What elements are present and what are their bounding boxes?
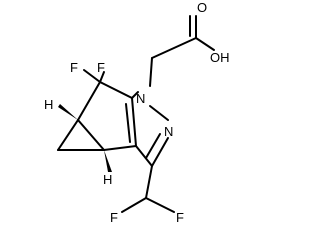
bond-cf2-f-right — [99, 71, 105, 83]
bond-cf2-c6a — [77, 81, 101, 121]
bond-cf2-c7a — [99, 81, 133, 99]
bond-n1-n2 — [149, 105, 169, 121]
bond-n2-c3 — [151, 137, 169, 167]
bond-c3a-c3 — [103, 145, 137, 151]
atom-f-bottom-left: F — [110, 210, 118, 225]
bond-c-oh — [195, 37, 215, 51]
wedge-c6a-h — [58, 104, 78, 120]
bonds — [57, 15, 215, 213]
wedge-c3a-h — [104, 150, 112, 172]
bond-c7a-c3-double — [131, 97, 137, 147]
atom-f-top-right: F — [97, 60, 105, 75]
bond-chf2-f-right — [145, 197, 175, 213]
atom-labels: F F N N O OH H H F F — [44, 0, 230, 225]
bond-cf2-f-left — [83, 69, 101, 83]
atom-f-top-left: F — [70, 60, 78, 75]
molecule-drawing: F F N N O OH H H F F — [44, 0, 230, 225]
bond-n2-c3-double — [145, 133, 161, 159]
bond-c7a-c3-inner — [125, 103, 131, 143]
bond-n1-ch2 — [149, 57, 153, 87]
bond-cyclopropane-a — [57, 119, 79, 151]
atom-h-stereo-bottom: H — [103, 172, 112, 187]
stereo-bonds — [58, 104, 112, 172]
atom-f-bottom-right: F — [176, 210, 184, 225]
structure-diagram: F F N N O OH H H F F — [44, 0, 230, 225]
bond-ch2-cooh — [151, 37, 197, 59]
bond-c6a-c3a — [77, 119, 105, 151]
bond-c7a-n1 — [131, 91, 139, 99]
atom-carbonyl-o: O — [197, 0, 207, 15]
bond-c3-chf2 — [145, 165, 153, 199]
bond-c3-c3ring — [135, 145, 153, 167]
bond-chf2-f-left — [121, 197, 147, 213]
atom-hydroxyl: OH — [210, 50, 230, 65]
atom-n2: N — [164, 124, 173, 139]
atom-h-stereo-left: H — [44, 97, 53, 112]
atom-n1: N — [136, 91, 145, 106]
